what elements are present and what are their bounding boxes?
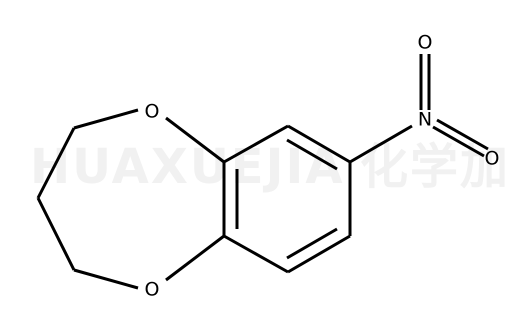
- ring-bond-6: [223, 124, 289, 164]
- oxygen-upper-label: O: [145, 101, 160, 123]
- nitro-oxygen-top-label: O: [418, 32, 433, 54]
- ring-bond-3: [287, 234, 351, 274]
- bond-ring-nitrogen: [349, 124, 413, 164]
- nitro-oxygen-right-label: O: [485, 148, 500, 170]
- bond-ch2-ch2-upper: [36, 127, 76, 199]
- watermark-cjk: 化学加: [360, 139, 510, 195]
- oxygen-lower-label: O: [145, 279, 160, 301]
- ring-bond-1: [287, 124, 351, 164]
- ring-double-bond-inner-1: [286, 138, 338, 171]
- bond-c-o-upper: [165, 116, 225, 164]
- nitrogen-label: N: [418, 109, 432, 131]
- ring-bond-4: [223, 234, 289, 274]
- bond-ch2-o-lower: [73, 268, 139, 290]
- bond-n-o-right-1: [432, 125, 485, 158]
- bond-n-o-right-2: [436, 118, 489, 151]
- ring-double-bond-inner-2: [286, 227, 338, 260]
- bond-ch2-ch2-lower: [36, 197, 76, 271]
- watermark-text: HUAXUEJIA: [30, 139, 344, 195]
- bond-o-lower-c: [165, 234, 225, 282]
- bond-o-upper-ch2: [73, 108, 139, 130]
